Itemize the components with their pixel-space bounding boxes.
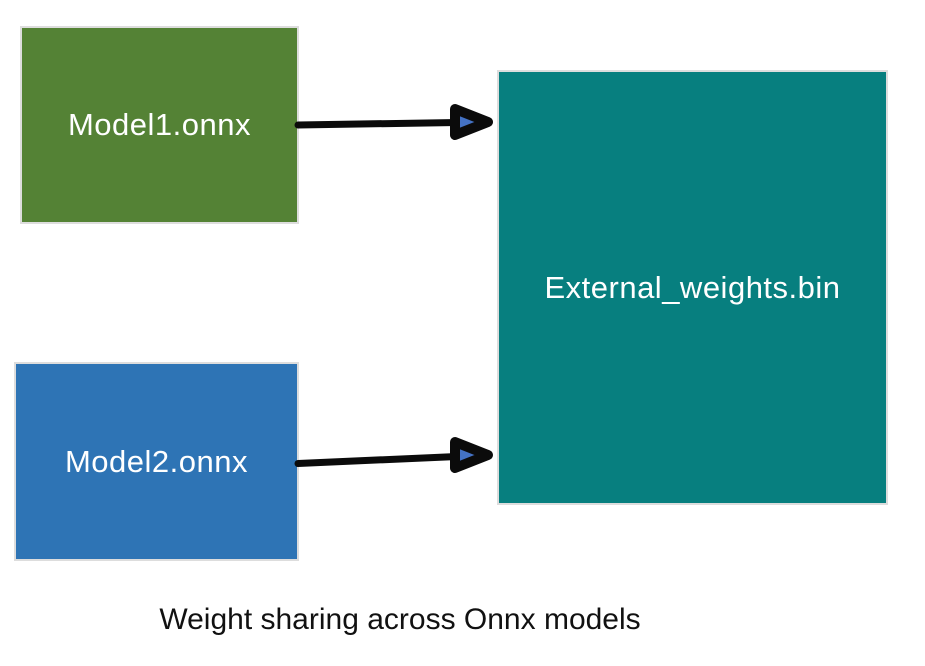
node-model1: Model1.onnx [20, 26, 299, 224]
node-external-weights-label: External_weights.bin [544, 269, 841, 305]
arrow-model2-line [294, 453, 461, 467]
node-model2-label: Model2.onnx [64, 443, 248, 479]
arrow-model2-head-icon [450, 437, 493, 473]
arrow-model1-line [294, 119, 461, 129]
diagram-caption: Weight sharing across Onnx models [159, 603, 641, 636]
arrow-model1-to-external-weights [294, 104, 493, 140]
node-model2: Model2.onnx [14, 362, 299, 561]
node-model1-label: Model1.onnx [67, 107, 251, 142]
arrow-model1-head-icon [450, 104, 493, 140]
node-external-weights: External_weights.bin [497, 70, 888, 505]
arrow-model2-to-external-weights [294, 437, 493, 473]
